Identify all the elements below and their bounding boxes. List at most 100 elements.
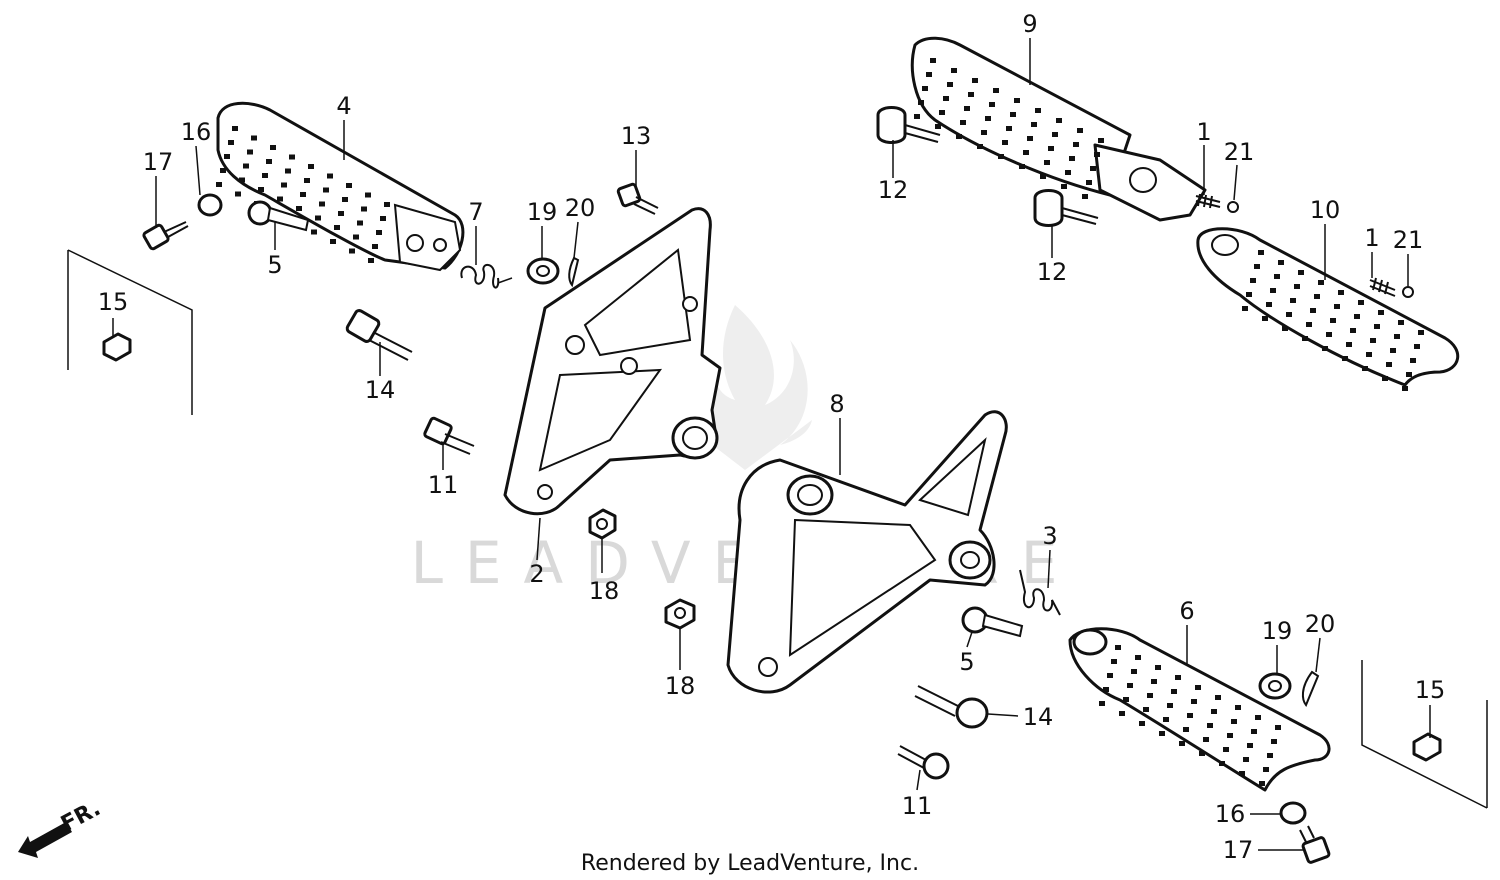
- tread-knurl: [277, 196, 283, 202]
- tread-knurl: [1270, 288, 1276, 293]
- tread-knurl: [247, 149, 253, 155]
- tread-knurl: [1267, 753, 1273, 758]
- part-label-14b: 14: [1023, 703, 1054, 731]
- tread-knurl: [1262, 316, 1268, 321]
- tread-knurl: [323, 187, 329, 193]
- tread-knurl: [357, 220, 363, 226]
- tread-knurl: [1131, 669, 1137, 674]
- part-label-19b: 19: [1262, 617, 1293, 645]
- part-label-1b: 1: [1364, 224, 1379, 252]
- tread-knurl: [1155, 665, 1161, 670]
- tread-knurl: [1211, 709, 1217, 714]
- tread-knurl: [1069, 156, 1075, 161]
- bolt-right-14: [914, 685, 989, 729]
- tread-knurl: [1159, 731, 1165, 736]
- tread-knurl: [981, 130, 987, 135]
- tread-knurl: [1163, 717, 1169, 722]
- tread-knurl: [1390, 348, 1396, 353]
- tread-knurl: [1378, 310, 1384, 315]
- tread-knurl: [1090, 166, 1096, 171]
- cotter-pin-left-20: [568, 256, 580, 288]
- bolt-12-lower: [1033, 189, 1099, 227]
- part-label-12b: 12: [1037, 258, 1068, 286]
- tread-knurl: [1322, 346, 1328, 351]
- tread-knurl: [239, 177, 245, 183]
- tread-knurl: [993, 88, 999, 93]
- tread-knurl: [1065, 170, 1071, 175]
- tread-knurl: [926, 72, 932, 77]
- part-label-12: 12: [878, 176, 909, 204]
- part-label-10: 10: [1310, 196, 1341, 224]
- tread-knurl: [353, 234, 359, 240]
- tread-knurl: [1338, 290, 1344, 295]
- part-label-2: 2: [529, 560, 544, 588]
- tread-knurl: [1251, 729, 1257, 734]
- footpeg-front-left: [910, 36, 1207, 222]
- tread-knurl: [262, 173, 268, 178]
- box-left-15: [67, 249, 193, 415]
- tread-knurl: [1073, 142, 1079, 147]
- tread-knurl: [1061, 184, 1067, 189]
- part-label-20b: 20: [1305, 610, 1336, 638]
- tread-knurl: [1410, 358, 1416, 363]
- tread-knurl: [1235, 705, 1241, 710]
- part-label-11b: 11: [902, 792, 933, 820]
- tread-knurl: [1127, 683, 1133, 688]
- tread-knurl: [232, 126, 238, 131]
- tread-knurl: [998, 154, 1004, 159]
- part-label-17b: 17: [1223, 836, 1254, 864]
- tread-knurl: [1350, 328, 1356, 333]
- tread-knurl: [1098, 138, 1104, 143]
- tread-knurl: [327, 173, 333, 179]
- bolt-left-17: [142, 221, 189, 251]
- washer-left-19: [526, 257, 560, 285]
- part-label-13: 13: [621, 122, 652, 150]
- tread-knurl: [918, 100, 924, 105]
- tread-knurl: [1255, 715, 1261, 720]
- tread-knurl: [372, 244, 378, 249]
- tread-knurl: [308, 164, 314, 169]
- bolt-left-14: [345, 309, 413, 361]
- arrow-left-icon: [18, 822, 72, 858]
- tread-knurl: [1314, 294, 1320, 299]
- spring-3: [1019, 569, 1061, 616]
- tread-knurl: [1243, 757, 1249, 762]
- tread-knurl: [1219, 761, 1225, 766]
- tread-knurl: [1119, 711, 1125, 716]
- part-label-21: 21: [1224, 138, 1255, 166]
- tread-knurl: [251, 135, 257, 141]
- tread-knurl: [1111, 659, 1117, 664]
- tread-knurl: [1239, 771, 1245, 776]
- box-right-15: [1361, 660, 1488, 809]
- tread-knurl: [1199, 751, 1205, 756]
- tread-knurl: [1386, 362, 1392, 367]
- tread-knurl: [1082, 194, 1088, 199]
- tread-knurl: [1052, 132, 1058, 137]
- tread-knurl: [1227, 733, 1233, 738]
- tread-knurl: [1086, 180, 1092, 185]
- bracket-8: [726, 410, 1008, 694]
- spring-1-lower: [1369, 277, 1414, 298]
- tread-knurl: [1044, 160, 1050, 165]
- tread-knurl: [1187, 713, 1193, 718]
- tread-knurl: [1183, 727, 1189, 732]
- part-label-15b: 15: [1415, 676, 1446, 704]
- tread-knurl: [1254, 264, 1260, 269]
- part-label-21b: 21: [1393, 226, 1424, 254]
- tread-knurl: [1290, 298, 1296, 303]
- bolt-right-17: [1299, 825, 1331, 864]
- tread-knurl: [1294, 284, 1300, 289]
- part-label-5b: 5: [959, 648, 974, 676]
- tread-knurl: [1259, 781, 1265, 786]
- tread-knurl: [319, 201, 325, 207]
- tread-knurl: [1223, 747, 1229, 752]
- front-direction-indicator: FR.: [18, 796, 105, 858]
- tread-knurl: [1330, 318, 1336, 323]
- tread-knurl: [380, 216, 386, 221]
- tread-knurl: [964, 106, 970, 111]
- tread-knurl: [1231, 719, 1237, 724]
- part-label-15: 15: [98, 288, 129, 316]
- tread-knurl: [384, 202, 390, 207]
- tread-knurl: [1171, 689, 1177, 694]
- tread-knurl: [1103, 687, 1109, 692]
